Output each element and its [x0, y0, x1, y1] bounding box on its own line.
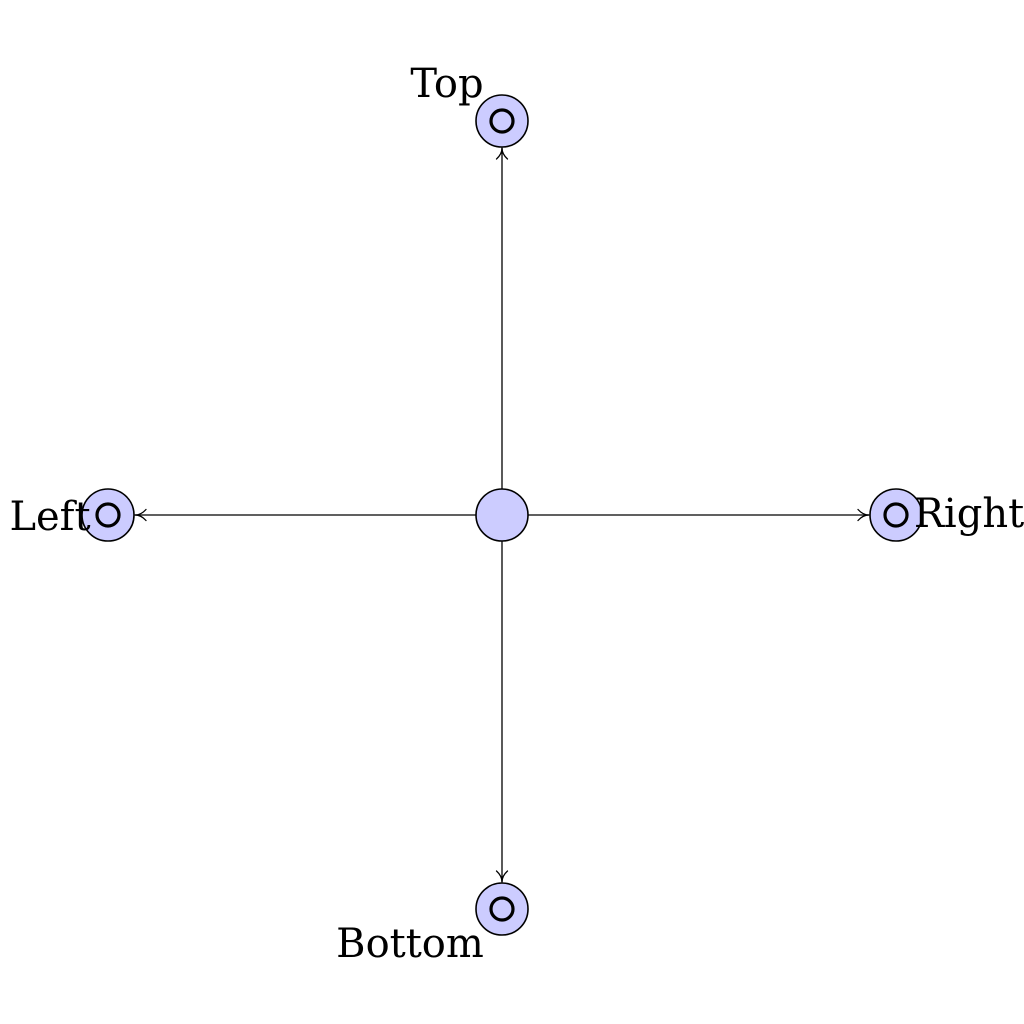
circle-icon — [489, 896, 515, 922]
label-top: Top — [410, 61, 483, 107]
circle-icon — [883, 502, 909, 528]
node-bottom — [475, 882, 529, 936]
label-right: Right — [914, 491, 1024, 537]
nodes-layer — [81, 94, 923, 936]
node-left — [81, 488, 135, 542]
arrowhead-top — [495, 147, 509, 160]
edge-right — [528, 508, 870, 522]
label-bottom: Bottom — [336, 921, 484, 967]
node-top — [475, 94, 529, 148]
arrowhead-left — [134, 508, 147, 522]
arrowhead-right — [857, 508, 870, 522]
edge-top — [495, 147, 509, 489]
edge-bottom — [495, 541, 509, 883]
circle-icon — [95, 502, 121, 528]
center-node — [475, 488, 529, 542]
circle-icon — [489, 108, 515, 134]
arrowhead-bottom — [495, 870, 509, 883]
edge-left — [134, 508, 476, 522]
edges-layer — [134, 147, 870, 883]
node-left-circle — [81, 488, 135, 542]
node-right-circle — [869, 488, 923, 542]
node-right — [869, 488, 923, 542]
node-bottom-circle — [475, 882, 529, 936]
label-left: Left — [9, 494, 90, 540]
node-top-circle — [475, 94, 529, 148]
